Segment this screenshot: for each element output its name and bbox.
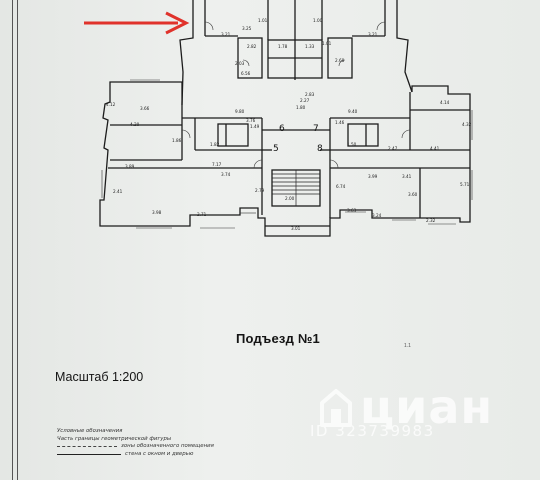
cian-house-icon: [320, 389, 352, 427]
dimension-label: 3.21: [368, 32, 378, 37]
dimension-label: 2.32: [426, 218, 436, 223]
red-arrow-icon: [84, 11, 190, 35]
dimension-label: 1.86: [172, 138, 182, 143]
dimension-label: 4.14: [440, 100, 450, 105]
dimension-label: 1.01: [322, 41, 332, 46]
wall-line-swatch: [57, 454, 121, 456]
dimension-labels: 3.21 2.82 1.01 1.00 3.21 2.03 1.01 3.25 1.78 1.33…: [106, 18, 472, 231]
dimension-label: 1.50: [347, 142, 357, 147]
dimension-label: 1.00: [313, 18, 323, 23]
dimension-label: 2.83: [305, 92, 315, 97]
dimension-label: 1.82: [210, 142, 220, 147]
dimension-label: 2.47: [388, 146, 398, 151]
dimension-label: 4.32: [462, 122, 472, 127]
dimension-label: 2.00: [285, 196, 295, 201]
dimension-label: 3.99: [368, 174, 378, 179]
dimension-label: 3.01: [291, 226, 301, 231]
dimension-label: 7.17: [212, 162, 222, 167]
dimension-label: 3.63: [347, 208, 357, 213]
dimension-label: 2.82: [247, 44, 257, 49]
floor-plan-svg: 6 7 5 8 3.21 2.82 1.01 1.00 3.21 2.03 1.01 3.25…: [99, 0, 473, 237]
doors: [181, 21, 411, 169]
legend-row-boundary: Часть границы геометрической фигуры: [57, 435, 172, 442]
dimension-label: 2.79: [255, 188, 265, 193]
legend: Условные обозначения Часть границы геоме…: [57, 428, 214, 458]
watermark-id: ID 323739983: [310, 422, 435, 440]
dimension-label: 2.27: [300, 98, 310, 103]
left-margin-line-2: [17, 0, 18, 480]
dimension-label: 3.24: [372, 213, 382, 218]
dimension-label: 3.66: [140, 106, 150, 111]
entrance-title: Подъезд №1: [236, 331, 320, 346]
dimension-label: 2.41: [113, 189, 123, 194]
dimension-label: 3.41: [402, 174, 412, 179]
dimension-label: 3.98: [152, 210, 162, 215]
room-number-5: 5: [273, 144, 279, 154]
dimension-label: 1.01: [258, 18, 268, 23]
dimension-label: 2.71: [197, 212, 207, 217]
dimension-label: 6.56: [241, 71, 251, 76]
dimension-label: 2.68: [335, 58, 345, 63]
room-number-6: 6: [279, 124, 285, 134]
dimension-label: 3.21: [221, 32, 231, 37]
pencil-note: 1.1: [404, 343, 411, 349]
dimension-label: 3.60: [408, 192, 418, 197]
legend-row-zone: зоны обозначенного помещения: [57, 443, 214, 451]
dimension-label: 2.03: [235, 61, 245, 66]
dimension-label: 9.40: [348, 109, 358, 114]
dimension-label: 3.76: [246, 118, 256, 123]
dimension-label: 1.33: [305, 44, 315, 49]
dimension-label: 4.41: [430, 146, 440, 151]
dimension-label: 3.25: [242, 26, 252, 31]
dashed-line-swatch: [57, 446, 117, 448]
legend-row-wall: стена с окном и дверью: [57, 451, 214, 459]
watermark-brand: циан: [360, 380, 494, 434]
dimension-label: 1.80: [296, 105, 306, 110]
dimension-label: 9.80: [235, 109, 245, 114]
dimension-label: 1.49: [250, 124, 260, 129]
scale-label: Масштаб 1:200: [55, 370, 144, 384]
watermark-logo: циан: [318, 380, 493, 434]
legend-title: Условные обозначения: [57, 428, 123, 434]
dimension-label: 1.78: [278, 44, 288, 49]
floor-plan-drawing: 6 7 5 8 3.21 2.82 1.01 1.00 3.21 2.03 1.01 3.25…: [99, 0, 473, 237]
room-number-8: 8: [317, 144, 323, 154]
dimension-label: 4.20: [130, 122, 140, 127]
dimension-label: 1.46: [335, 120, 345, 125]
left-margin-line: [12, 0, 13, 480]
windows: [101, 79, 473, 229]
dimension-label: 5.71: [460, 182, 470, 187]
dimension-label: 3.89: [125, 164, 135, 169]
dimension-label: 4.12: [106, 102, 116, 107]
dimension-label: 6.74: [336, 184, 346, 189]
room-number-7: 7: [313, 124, 319, 134]
dimension-label: 3.74: [221, 172, 231, 177]
stair-treads: [272, 170, 320, 206]
